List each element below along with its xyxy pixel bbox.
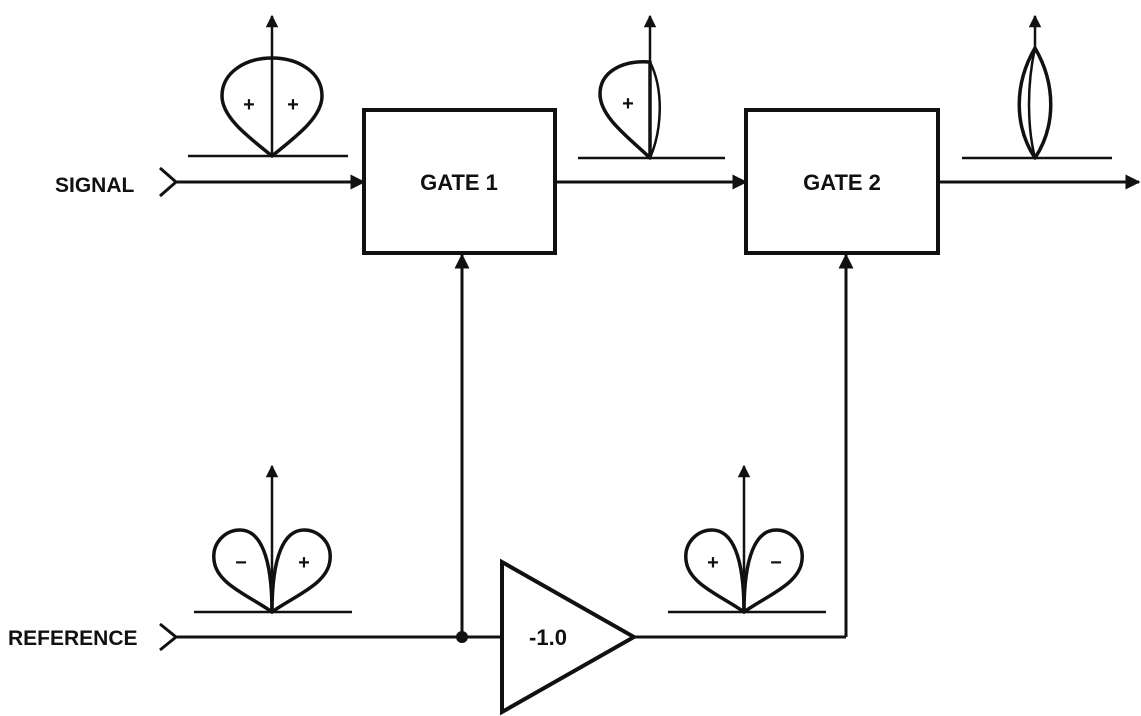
signal-pattern-symbol: + + [188, 14, 348, 158]
signal-label: SIGNAL [55, 174, 135, 197]
inverter-gain-label: -1.0 [529, 625, 567, 650]
inverted-reference-left-sign: + [707, 552, 719, 574]
reference-right-sign: + [298, 552, 310, 574]
signal-input-chevron [159, 166, 179, 198]
inverted-reference-right-sign: − [770, 552, 782, 574]
gate2-output-pattern-symbol [962, 14, 1112, 160]
gate1-label: GATE 1 [420, 170, 498, 195]
gate2-label: GATE 2 [803, 170, 881, 195]
gate1-block [362, 108, 557, 255]
signal-pattern-right-sign: + [287, 94, 299, 116]
gate1-output-pattern-symbol: + [578, 14, 725, 160]
inverter-amplifier [500, 558, 639, 716]
reference-pattern-symbol: − + [194, 464, 352, 614]
gate1-output-sign: + [622, 93, 634, 115]
reference-left-sign: − [235, 552, 247, 574]
reference-label: REFERENCE [8, 627, 138, 650]
gate2-block [744, 108, 940, 255]
reference-input-chevron [159, 622, 179, 652]
inverted-reference-pattern-symbol: + − [668, 464, 826, 614]
signal-pattern-left-sign: + [243, 94, 255, 116]
